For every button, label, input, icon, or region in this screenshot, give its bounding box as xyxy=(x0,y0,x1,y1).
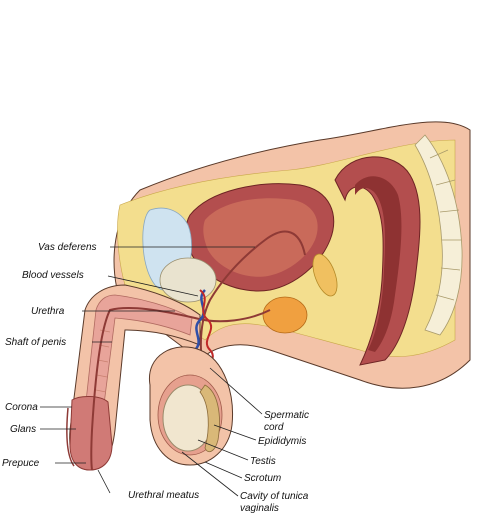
vas-deferens-tube xyxy=(199,230,306,381)
leader-lines xyxy=(40,246,263,497)
label-urethra: Urethra xyxy=(31,306,65,317)
label-glans: Glans xyxy=(10,424,36,435)
label-urethral-meatus: Urethral meatus xyxy=(128,490,199,501)
label-cavity-1: Cavity of tunica xyxy=(240,491,309,502)
prostate xyxy=(262,296,308,334)
label-blood-vessels: Blood vessels xyxy=(22,270,84,281)
label-corona: Corona xyxy=(5,402,38,413)
epididymis-body xyxy=(199,384,220,453)
bladder-inner xyxy=(203,198,318,277)
rectum-lumen xyxy=(355,176,402,352)
label-vas-deferens: Vas deferens xyxy=(38,242,97,253)
label-shaft-of-penis: Shaft of penis xyxy=(5,337,66,348)
spongiosum-striations xyxy=(94,329,111,408)
sacrum-vertebrae xyxy=(414,134,463,336)
pubic-symphysis xyxy=(159,257,217,303)
label-cavity-2: vaginalis xyxy=(240,503,279,514)
label-spermatic-cord-1: Spermatic xyxy=(264,410,309,421)
label-epididymis: Epididymis xyxy=(258,436,306,447)
label-prepuce: Prepuce xyxy=(2,458,40,469)
label-scrotum: Scrotum xyxy=(244,473,281,484)
urethra-tube xyxy=(90,307,271,471)
label-spermatic-cord-2: cord xyxy=(264,422,284,433)
seminal-vesicle xyxy=(312,253,338,297)
label-testis: Testis xyxy=(250,456,276,467)
